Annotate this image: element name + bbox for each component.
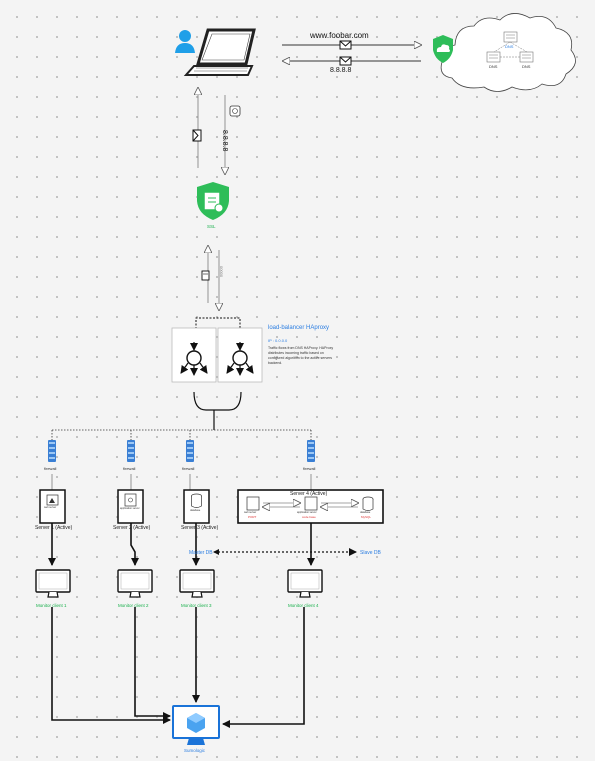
- server-4-web: web server: [244, 511, 257, 514]
- lb-ip: IP : 0.0.0.0: [268, 338, 288, 343]
- lb-title: load-balancer HAproxy: [268, 325, 330, 331]
- firewall-icon: [127, 440, 135, 462]
- server2-to-monitor: [130, 523, 139, 566]
- firewall-label: firewall: [182, 466, 195, 471]
- server-1-label: Server 1 (Active): [35, 525, 73, 531]
- collector-label: Sumologic: [184, 748, 206, 753]
- server-2-inner: application server: [120, 507, 140, 510]
- laptop-icon: [183, 28, 256, 76]
- monitor2-to-collector: [134, 607, 171, 720]
- server-4-web-sub: PORT: [248, 515, 257, 519]
- monitor-2-label: Monitor client 2: [118, 603, 149, 608]
- monitor-3-label: Monitor client 3: [181, 603, 212, 608]
- server-1-icon: [39, 489, 66, 524]
- distribution-bus: [51, 429, 312, 440]
- monitor-1-label: Monitor client 1: [36, 603, 67, 608]
- dns-server-icon: [486, 31, 534, 63]
- server-3-label: Server 3 (Active): [181, 525, 219, 531]
- cloud-icon: [440, 13, 576, 92]
- monitor-4-label: Monitor client 4: [288, 603, 319, 608]
- monitor-icon: [179, 569, 215, 598]
- firewall-icon: [186, 440, 194, 462]
- firewall-label: firewall: [303, 466, 316, 471]
- domain-label: www.foobar.com: [310, 31, 369, 40]
- monitor-icon: [287, 569, 323, 598]
- monitor4-to-collector: [222, 607, 305, 728]
- cloud-shield-icon: [433, 35, 453, 63]
- envelope-icon: [192, 129, 202, 142]
- server-3-icon: [183, 489, 210, 524]
- user-icon: [175, 30, 195, 53]
- ssl-shield-icon: [197, 182, 229, 220]
- dns-node-b: DNS: [522, 64, 531, 69]
- server-4-app: application server: [297, 511, 317, 514]
- load-balancer-group: [172, 317, 262, 430]
- ssl-label: SSL: [207, 224, 216, 229]
- lock-envelope-icon: [201, 270, 210, 281]
- slave-db-label: Slave DB: [360, 550, 381, 556]
- firewall-icon: [48, 440, 56, 462]
- server-4-db-sub: MySQL: [361, 515, 372, 519]
- server-2-label: Server 2 (Active): [113, 525, 151, 531]
- master-db-label: Master DB: [189, 550, 213, 556]
- dns-label: DNS: [505, 44, 514, 49]
- server-4-db: database: [360, 511, 371, 514]
- server-1-inner: web server: [44, 506, 57, 509]
- monitor-icon: [35, 569, 71, 598]
- dns-ip-label: 8.8.8.8: [221, 130, 228, 152]
- ssl-port-label: 00000: [219, 266, 224, 278]
- dns-lookup-icon: [229, 105, 241, 117]
- server-2-icon: [117, 489, 144, 524]
- lb-description: Traffic flows from DNS HAProxy. HAProxy …: [268, 346, 334, 365]
- firewall-label: firewall: [123, 466, 136, 471]
- monitor-icon: [117, 569, 153, 598]
- server-4-title: Server 4 (Active): [290, 491, 328, 497]
- collector-monitor-icon: [172, 705, 220, 745]
- server-4-app-sub: code base: [302, 515, 316, 519]
- server-3-inner: database: [190, 509, 201, 512]
- ip-reply-label: 8.8.8.8: [330, 67, 352, 74]
- firewall-label: firewall: [44, 466, 57, 471]
- firewall-icon: [307, 440, 315, 462]
- dns-node-a: DNS: [489, 64, 498, 69]
- envelope-icon: [339, 40, 352, 50]
- envelope-icon: [339, 56, 352, 66]
- monitor1-to-collector: [51, 607, 171, 724]
